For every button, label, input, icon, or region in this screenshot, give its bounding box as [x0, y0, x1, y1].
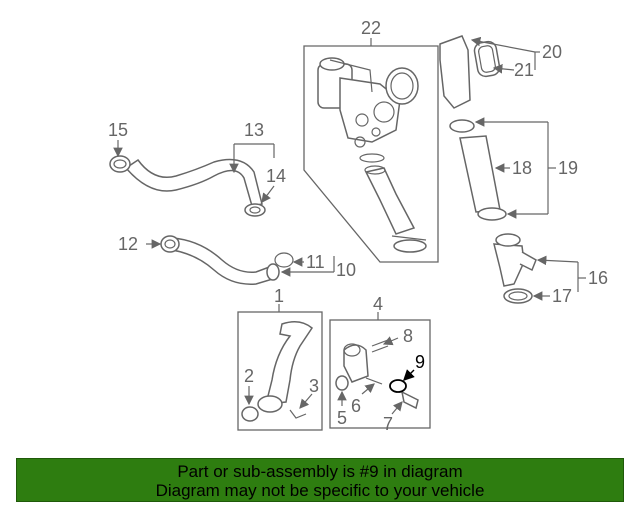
- leader-lines: [113, 36, 586, 415]
- callout-4: 4: [373, 294, 383, 314]
- callout-15: 15: [108, 120, 128, 140]
- callout-19: 19: [558, 158, 578, 178]
- right-upper-housing: [439, 35, 501, 109]
- right-lower-outlet: [493, 233, 537, 304]
- callout-9: 9: [415, 352, 425, 372]
- parts-diagram: 22 20 21 19 18 16 17 13 15 14 12 11 10 1…: [108, 18, 608, 434]
- callout-3: 3: [309, 376, 319, 396]
- callout-16: 16: [588, 268, 608, 288]
- banner-line-1: Part or sub-assembly is #9 in diagram: [177, 462, 463, 481]
- callout-12: 12: [118, 234, 138, 254]
- callout-labels: 22 20 21 19 18 16 17 13 15 14 12 11 10 1…: [108, 18, 608, 434]
- lower-hose-assembly: [160, 235, 294, 285]
- callout-6: 6: [351, 396, 361, 416]
- callout-2: 2: [244, 366, 254, 386]
- callout-18: 18: [512, 158, 532, 178]
- info-banner: Part or sub-assembly is #9 in diagram Di…: [16, 458, 624, 502]
- callout-22: 22: [361, 18, 381, 38]
- right-middle-pipe: [449, 119, 507, 221]
- banner-line-2: Diagram may not be specific to your vehi…: [155, 481, 485, 500]
- callout-21: 21: [514, 60, 534, 80]
- callout-8: 8: [403, 326, 413, 346]
- group-1-box: [237, 304, 323, 431]
- callout-10: 10: [336, 260, 356, 280]
- callout-14: 14: [266, 166, 286, 186]
- callout-20: 20: [542, 42, 562, 62]
- callout-5: 5: [337, 408, 347, 428]
- upper-hose-assembly: [109, 155, 266, 217]
- callout-7: 7: [383, 414, 393, 434]
- group-4-box: [329, 312, 431, 429]
- callout-17: 17: [552, 286, 572, 306]
- part-9-oring: [389, 379, 407, 393]
- callout-13: 13: [244, 120, 264, 140]
- callout-1: 1: [274, 286, 284, 306]
- turbo-assembly: [317, 57, 427, 253]
- callout-11: 11: [306, 252, 325, 272]
